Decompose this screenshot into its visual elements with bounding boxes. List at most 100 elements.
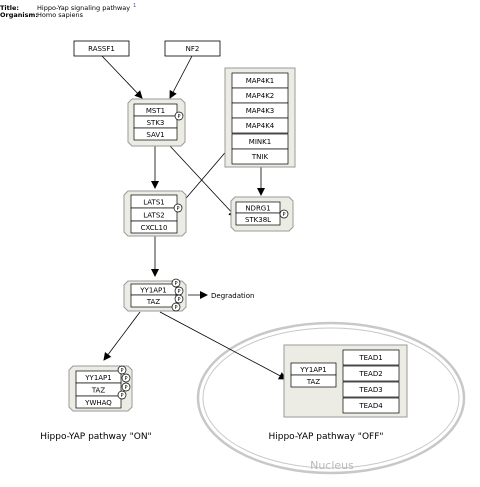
svg-text:TEAD1: TEAD1 [358, 354, 382, 362]
lats1-node: LATS1 [130, 194, 178, 209]
svg-text:NDRG1: NDRG1 [245, 205, 270, 213]
mink1-node: MINK1 [231, 133, 289, 150]
title-citation-link[interactable]: 1 [133, 3, 137, 9]
svg-text:YWHAQ: YWHAQ [84, 399, 112, 407]
svg-text:STK38L: STK38L [245, 216, 271, 224]
phospho-site: P [174, 286, 184, 296]
map4k4-node: MAP4K4 [231, 117, 289, 134]
nf2-node[interactable]: NF2 [164, 40, 221, 57]
edge-nf2-mst-complex [169, 55, 193, 99]
phospho-site: P [173, 203, 183, 213]
edge-mst-ndrg1-complex [169, 145, 237, 218]
map4k3-node: MAP4K3 [231, 102, 289, 119]
map4k2-node: MAP4K2 [231, 87, 289, 104]
tead4-node: TEAD4 [342, 397, 400, 414]
lats2-node: LATS2 [130, 207, 178, 222]
title-label: Title: [0, 4, 20, 13]
stk3-node: STK3 [133, 115, 178, 129]
edges [101, 55, 287, 380]
phospho-site: P [121, 382, 131, 392]
mst-complex[interactable]: MST1 STK3 SAV1 P [127, 98, 186, 147]
phospho-site: P [174, 111, 184, 121]
svg-text:LATS1: LATS1 [143, 199, 164, 207]
svg-text:TAZ: TAZ [91, 387, 106, 395]
tead1-node: TEAD1 [342, 349, 400, 366]
svg-text:P: P [176, 206, 179, 212]
yy1ap1-on-node: YY1AP1 [75, 370, 122, 384]
tnik-node: TNIK [231, 148, 289, 165]
taz-node: TAZ [130, 294, 177, 308]
svg-text:P: P [124, 385, 127, 391]
svg-text:P: P [174, 281, 177, 287]
edge-yap-off-complex [159, 311, 287, 380]
svg-text:SAV1: SAV1 [146, 131, 164, 139]
phospho-site: P [117, 390, 127, 400]
svg-text:MAP4K4: MAP4K4 [246, 122, 275, 130]
svg-text:YY1AP1: YY1AP1 [299, 366, 326, 374]
yap-taz-complex[interactable]: YY1AP1 TAZ P P P P [123, 278, 187, 312]
title-value: Hippo-Yap signaling pathway [37, 4, 131, 13]
svg-text:MAP4K1: MAP4K1 [246, 77, 275, 85]
phospho-site: P [171, 278, 181, 288]
stk38l-node: STK38L [235, 212, 281, 226]
ndrg1-node: NDRG1 [235, 201, 281, 214]
svg-text:P: P [120, 393, 123, 399]
phospho-site: P [121, 373, 131, 383]
svg-text:TAZ: TAZ [146, 298, 161, 306]
edge-yap-on-complex [103, 311, 141, 361]
map4k-group[interactable]: MAP4K1 MAP4K2 MAP4K3 MAP4K4 MINK1 TNIK [224, 67, 296, 168]
degradation-label: Degradation [211, 292, 254, 300]
phospho-site: P [174, 294, 184, 304]
yap-on-complex[interactable]: YY1AP1 TAZ YWHAQ P P P P [68, 365, 133, 412]
phospho-site: P [117, 365, 127, 375]
cxcl10-node: CXCL10 [130, 220, 178, 234]
pathway-on-label: Hippo-YAP pathway "ON" [40, 432, 151, 442]
organism-value: Homo sapiens [37, 11, 84, 19]
taz-on-node: TAZ [75, 382, 122, 397]
svg-text:YY1AP1: YY1AP1 [84, 374, 111, 382]
svg-text:NF2: NF2 [186, 45, 200, 53]
nucleus-label: Nucleus [310, 459, 354, 472]
svg-text:YY1AP1: YY1AP1 [139, 287, 166, 295]
svg-text:TAZ: TAZ [306, 378, 321, 386]
svg-text:P: P [282, 212, 285, 218]
pathway-off-label: Hippo-YAP pathway "OFF" [268, 432, 383, 442]
svg-text:MAP4K2: MAP4K2 [246, 92, 275, 100]
svg-text:MAP4K3: MAP4K3 [246, 107, 275, 115]
yy1ap1-off-node: YY1AP1 [290, 362, 337, 376]
svg-text:P: P [177, 289, 180, 295]
phospho-site: P [279, 209, 289, 219]
nucleus-compartment: Nucleus [196, 321, 466, 475]
yap-tead-off-complex[interactable]: YY1AP1 TAZ TEAD1 TEAD2 TEAD3 TEAD4 [283, 344, 408, 418]
edge-rassf1-mst-complex [101, 55, 143, 99]
svg-text:CXCL10: CXCL10 [141, 224, 168, 232]
svg-text:TEAD4: TEAD4 [358, 402, 383, 410]
svg-text:P: P [124, 376, 127, 382]
organism-row: Organism:Homo sapiens [0, 11, 83, 19]
phospho-site: P [171, 302, 181, 312]
tead3-node: TEAD3 [342, 381, 400, 398]
sav1-node: SAV1 [133, 127, 178, 141]
svg-text:TNIK: TNIK [251, 153, 269, 161]
svg-text:LATS2: LATS2 [143, 212, 164, 220]
mst1-node: MST1 [133, 103, 178, 117]
svg-text:P: P [177, 114, 180, 120]
svg-text:P: P [174, 305, 177, 311]
map4k1-node: MAP4K1 [231, 72, 289, 89]
organism-label: Organism: [0, 11, 38, 19]
svg-text:MINK1: MINK1 [249, 138, 271, 146]
svg-text:TEAD3: TEAD3 [358, 386, 382, 394]
taz-off-node: TAZ [290, 374, 337, 388]
yy1ap1-node: YY1AP1 [130, 283, 177, 296]
svg-text:STK3: STK3 [147, 119, 165, 127]
svg-text:P: P [177, 297, 180, 303]
ywhaq-node: YWHAQ [75, 395, 122, 409]
svg-text:P: P [120, 368, 123, 374]
ndrg1-complex[interactable]: NDRG1 STK38L P [230, 196, 294, 232]
lats-complex[interactable]: LATS1 LATS2 CXCL10 P [123, 190, 187, 237]
tead2-node: TEAD2 [342, 365, 400, 382]
svg-text:MST1: MST1 [146, 107, 165, 115]
rassf1-node[interactable]: RASSF1 [73, 40, 130, 57]
